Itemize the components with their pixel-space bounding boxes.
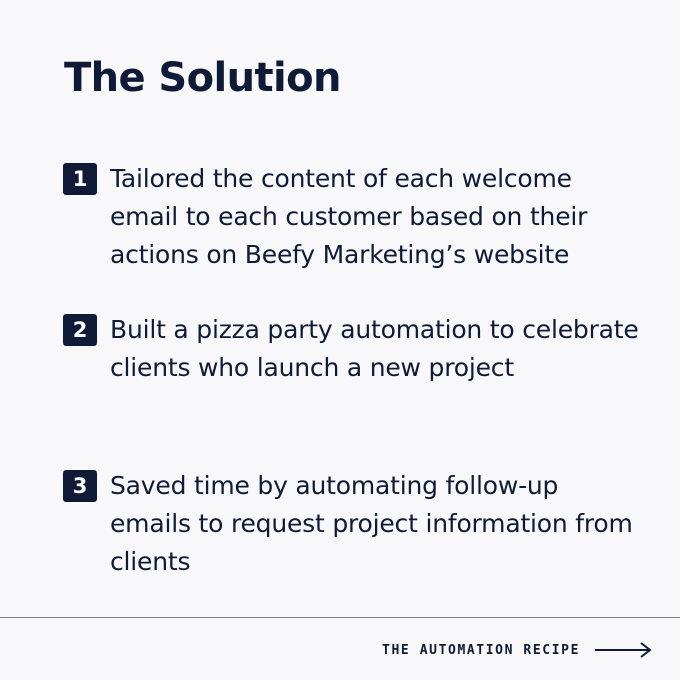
list-item-text: Built a pizza party automation to celebr… (110, 315, 639, 382)
arrow-right-icon (595, 642, 652, 658)
list-item-text: Saved time by automating follow-up email… (110, 471, 633, 576)
footer-label: THE AUTOMATION RECIPE (382, 642, 580, 658)
list-item-text: Tailored the content of each welcome ema… (110, 164, 588, 269)
number-badge: 1 (63, 163, 97, 195)
page-title: The Solution (64, 55, 341, 101)
footer-divider (0, 617, 680, 618)
number-badge: 2 (63, 314, 97, 346)
number-badge: 3 (63, 470, 97, 502)
footer-link[interactable]: THE AUTOMATION RECIPE (382, 637, 652, 663)
